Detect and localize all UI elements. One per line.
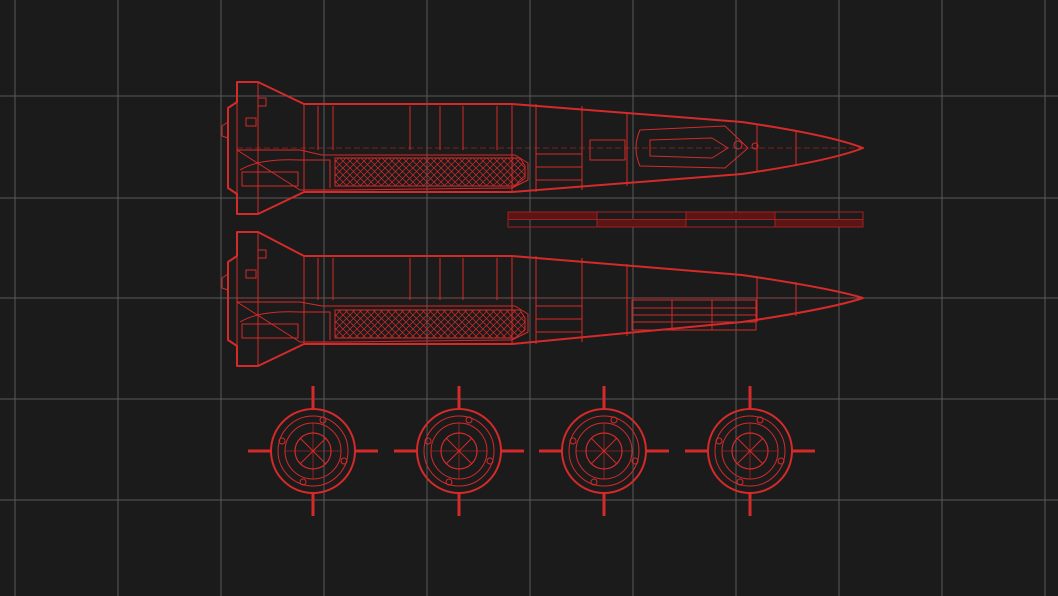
cross-sections [248,386,815,516]
missile-bottom-fuel-tank [334,309,526,339]
missile-top-fuel-tank [334,157,526,187]
missile-bottom-outline [227,231,864,367]
scale-bar [507,211,864,228]
missile-side-view-top [221,81,864,215]
cross-section-4 [685,386,815,516]
cross-section-1 [248,386,378,516]
missile-side-view-bottom [221,231,864,367]
cross-section-3 [539,386,669,516]
cross-section-2 [394,386,524,516]
missile-top-outline [227,81,864,215]
